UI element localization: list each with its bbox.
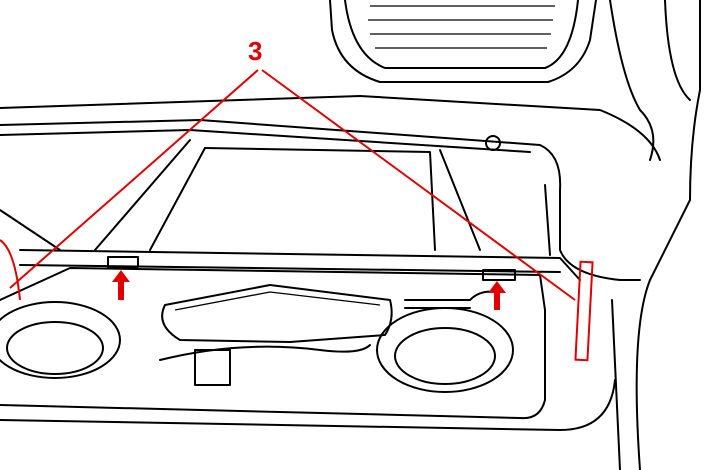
air-vent [329, 0, 691, 161]
cupholder-tray [0, 256, 616, 431]
callout-leaders [0, 69, 594, 362]
storage-lid [0, 139, 581, 281]
callout-number: 3 [248, 36, 263, 66]
arrow-icon [112, 270, 506, 310]
